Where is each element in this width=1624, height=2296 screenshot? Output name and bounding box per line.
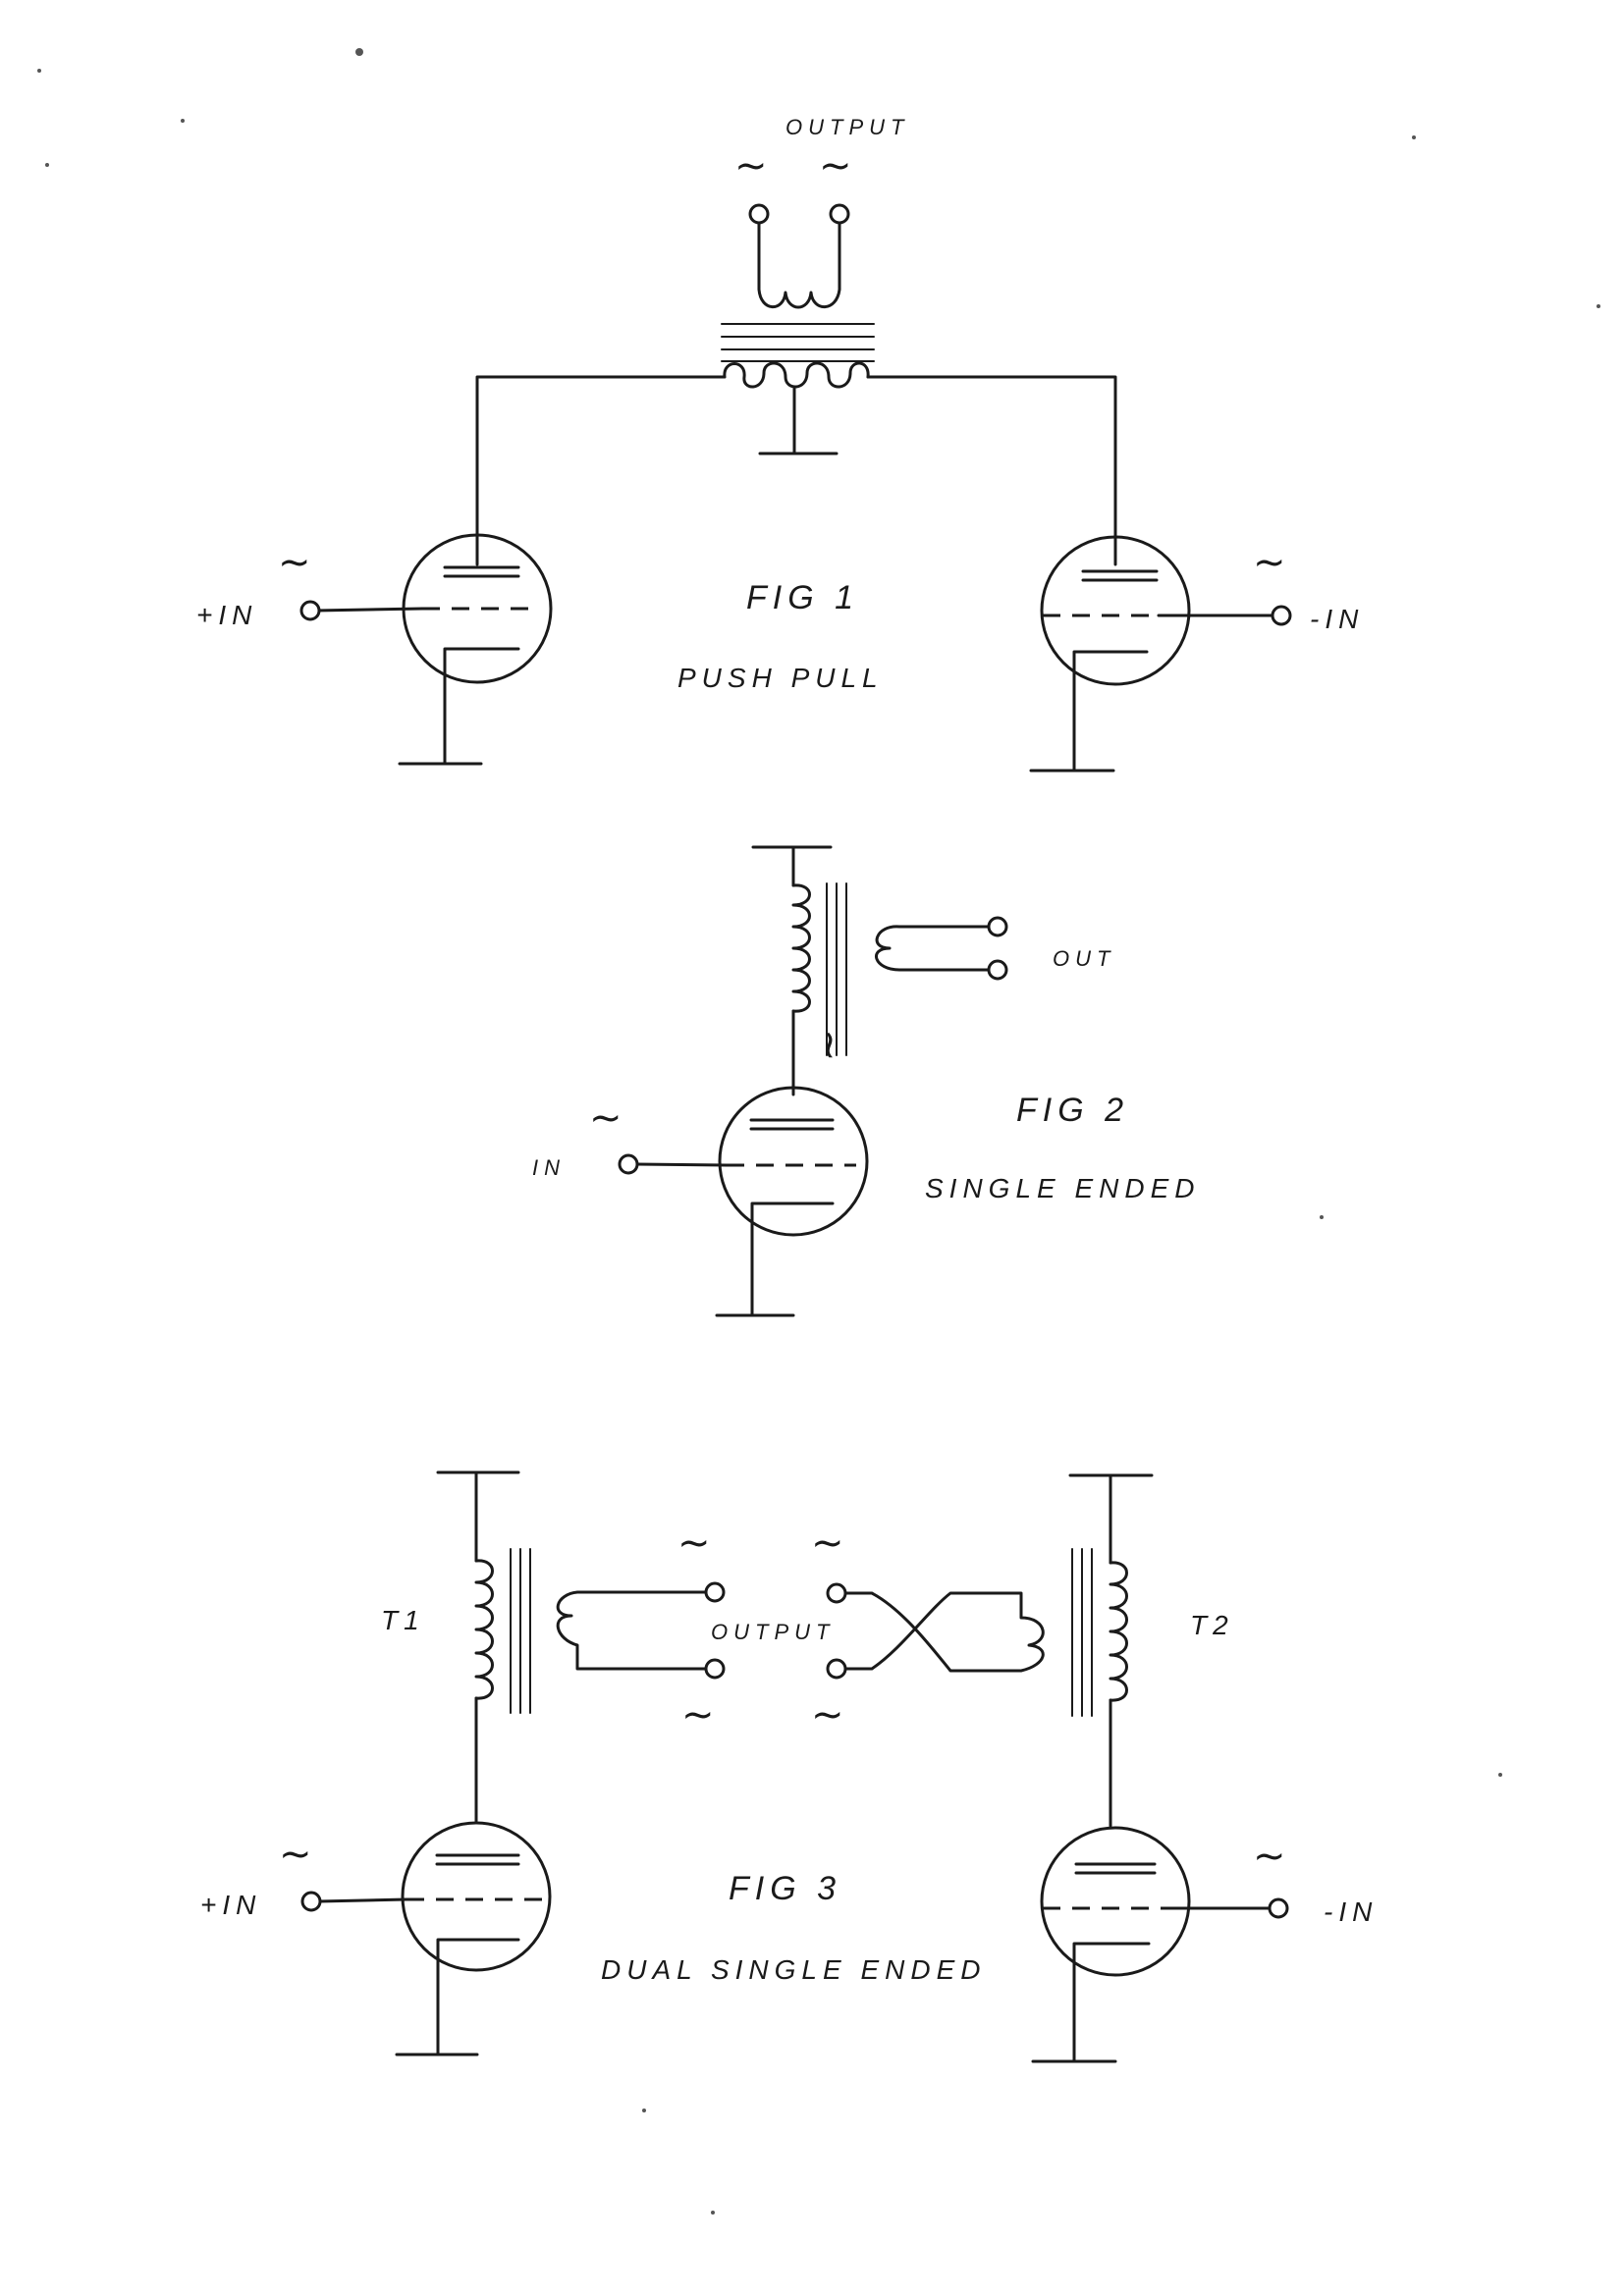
- fig2-input-wire: [634, 1162, 729, 1167]
- fig1-right-tube: [1040, 535, 1191, 686]
- fig3-subtitle: DUAL SINGLE ENDED: [601, 1954, 986, 1985]
- fig3-t2-primary-winding: [1109, 1561, 1128, 1702]
- fig3-left-input-terminal: [300, 1891, 322, 1912]
- fig3-t2-wave-top: ~: [811, 1521, 844, 1566]
- fig2-single-ended: OUT ~ IN ~ FIG 2 SINGLE ENDED: [532, 845, 1201, 1317]
- fig2-secondary-winding: [875, 925, 1000, 972]
- fig3-input-left-wave: ~: [279, 1832, 312, 1877]
- speck: [1498, 1773, 1502, 1777]
- fig3-left-input-wire: [317, 1897, 408, 1903]
- fig1-caption: FIG 1: [746, 579, 859, 616]
- fig2-input-terminal: [618, 1153, 639, 1175]
- fig1-right-cathode-wire: [1072, 650, 1149, 773]
- fig3-input-left-label: +IN: [200, 1890, 261, 1920]
- fig2-output-terminal-top: [987, 916, 1008, 937]
- fig1-right-input-terminal: [1271, 605, 1292, 626]
- fig3-t2-output-terminal-top: [826, 1582, 847, 1604]
- fig3-t1-wave-top: ~: [677, 1521, 711, 1566]
- fig1-left-input-wire: [314, 607, 424, 613]
- fig1-right-plate-wire: [866, 375, 1117, 566]
- fig1-output-terminal-right: [829, 203, 850, 225]
- fig3-t1-primary-winding: [474, 1559, 494, 1700]
- fig3-output-label: OUTPUT: [711, 1620, 835, 1644]
- fig1-secondary-winding: [757, 221, 841, 309]
- fig1-input-left-wave: ~: [278, 540, 311, 585]
- fig2-output-label: OUT: [1053, 946, 1115, 971]
- fig2-caption: FIG 2: [1016, 1092, 1129, 1129]
- fig2-input-wave: ~: [589, 1095, 623, 1141]
- fig1-output-wave-left: ~: [734, 143, 768, 188]
- fig3-t1-label: T1: [381, 1605, 425, 1635]
- scan-specks: [37, 48, 1600, 2215]
- fig1-subtitle: PUSH PULL: [677, 663, 884, 693]
- speck: [1597, 304, 1600, 308]
- fig3-t1-output-terminal-top: [704, 1581, 726, 1603]
- fig1-output-terminal-left: [748, 203, 770, 225]
- fig3-input-right-wave: ~: [1253, 1834, 1286, 1879]
- fig2-plate-wave: ~: [807, 1029, 852, 1062]
- speck: [45, 163, 49, 167]
- speck: [1320, 1215, 1324, 1219]
- speck: [711, 2211, 715, 2215]
- fig1-input-right-label: -IN: [1310, 604, 1364, 634]
- fig3-t2-secondary-winding-crossed: [835, 1591, 1045, 1673]
- fig3-t1-wave-bottom: ~: [681, 1692, 715, 1737]
- fig1-left-input-terminal: [299, 600, 321, 621]
- fig1-output-wave-right: ~: [819, 143, 852, 188]
- fig3-dual-single-ended: T1 ~ ~ T2 ~ ~ OUTPUT +IN ~: [200, 1470, 1378, 2063]
- fig1-primary-winding: [723, 361, 870, 389]
- fig2-input-label: IN: [532, 1155, 566, 1180]
- fig2-primary-winding: [791, 883, 811, 1013]
- fig1-input-left-label: +IN: [196, 600, 257, 630]
- speck: [37, 69, 41, 73]
- fig3-t2-label: T2: [1190, 1610, 1234, 1640]
- fig1-output-label: OUTPUT: [785, 115, 909, 139]
- fig1-push-pull: OUTPUT ~ ~ +IN ~: [196, 115, 1364, 773]
- fig3-caption: FIG 3: [729, 1870, 841, 1907]
- fig2-output-terminal-bottom: [987, 959, 1008, 981]
- fig2-cathode-wire: [750, 1201, 835, 1317]
- fig3-left-cathode-wire: [436, 1938, 520, 2056]
- fig1-left-cathode-wire: [443, 647, 520, 766]
- fig3-left-tube: [401, 1821, 552, 1972]
- fig3-right-tube: [1040, 1826, 1191, 1977]
- fig3-right-input-terminal: [1268, 1897, 1289, 1919]
- fig3-t1-output-terminal-bottom: [704, 1658, 726, 1680]
- speck: [355, 48, 363, 56]
- fig1-input-right-wave: ~: [1253, 540, 1286, 585]
- fig3-t2-output-terminal-bottom: [826, 1658, 847, 1680]
- fig3-input-right-label: -IN: [1324, 1896, 1378, 1927]
- fig3-t1-secondary-winding: [556, 1590, 717, 1671]
- speck: [642, 2109, 646, 2112]
- fig2-subtitle: SINGLE ENDED: [925, 1173, 1201, 1203]
- fig3-t2-wave-bottom: ~: [811, 1692, 844, 1737]
- fig1-left-plate-wire: [475, 375, 727, 566]
- speck: [1412, 135, 1416, 139]
- fig3-right-cathode-wire: [1072, 1942, 1151, 2063]
- speck: [181, 119, 185, 123]
- fig2-tube: [718, 1086, 869, 1237]
